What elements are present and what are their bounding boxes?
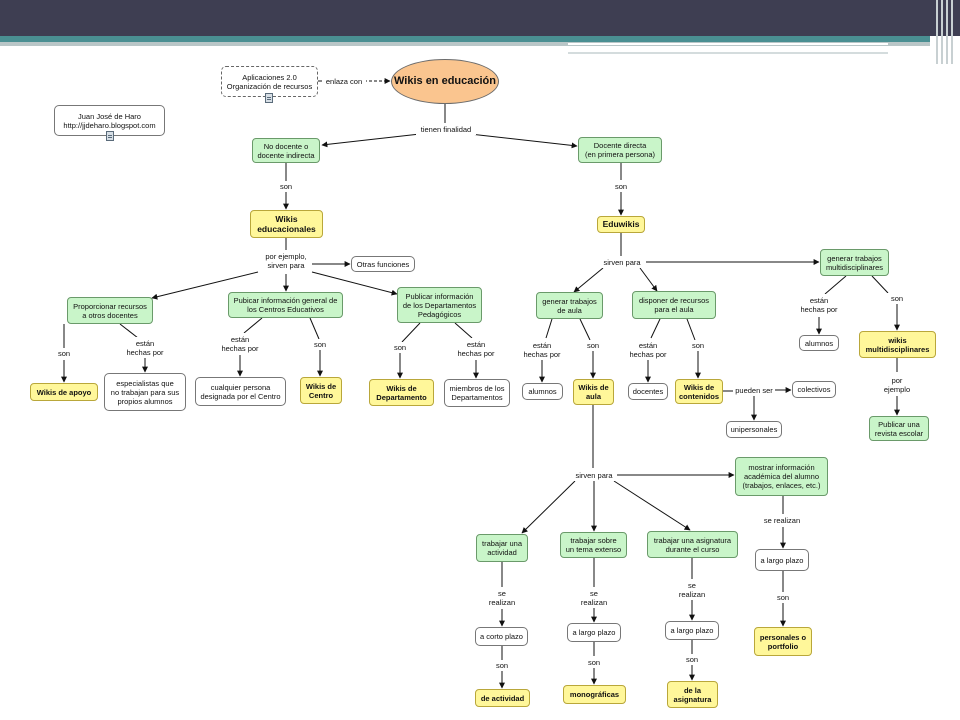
link-enlaza-con: enlaza con [322, 75, 366, 87]
concept-generar-trabajos-aula[interactable]: generar trabajos de aula [536, 292, 603, 319]
concept-author[interactable]: Juan José de Haro http://jjdeharo.blogsp… [54, 105, 165, 136]
concept-monograficas[interactable]: monográficas [563, 685, 626, 704]
concept-no-docente[interactable]: No docente o docente indirecta [252, 138, 320, 163]
concept-alumnos[interactable]: alumnos [522, 383, 563, 400]
concept-publicar-departamentos[interactable]: Publicar información de los Departamento… [397, 287, 482, 323]
link-son: son [887, 293, 907, 304]
link-son: son [310, 339, 330, 350]
link-se-realizan: se realizan [577, 587, 611, 608]
concept-wikis-multidisciplinares[interactable]: wikis multidisciplinares [859, 331, 936, 358]
link-son: son [583, 340, 603, 351]
concept-otras-funciones[interactable]: Otras funciones [351, 256, 415, 272]
link-por-ejemplo-sirven-para: por ejemplo, sirven para [260, 250, 312, 272]
concept-wikis-de-apoyo[interactable]: Wikis de apoyo [30, 383, 98, 401]
document-icon[interactable] [265, 93, 273, 103]
concept-a-largo-plazo[interactable]: a largo plazo [567, 623, 621, 642]
link-son: son [584, 657, 604, 668]
concept-docente-directa[interactable]: Docente directa (en primera persona) [578, 137, 662, 163]
slide-header-bar [0, 0, 960, 36]
link-son: son [54, 348, 74, 359]
link-son: son [390, 342, 410, 353]
link-estan-hechas-por: están hechas por [453, 338, 499, 359]
link-sirven-para: sirven para [598, 256, 646, 268]
link-estan-hechas-por: están hechas por [122, 337, 168, 358]
concept-a-largo-plazo[interactable]: a largo plazo [665, 621, 719, 640]
link-son: son [773, 592, 793, 603]
document-icon[interactable] [106, 131, 114, 141]
link-sirven-para: sirven para [571, 469, 617, 481]
header-vertical-bar [936, 0, 938, 64]
concept-wikis-de-centro[interactable]: Wikis de Centro [300, 377, 342, 404]
concept-proporcionar-recursos[interactable]: Proporcionar recursos a otros docentes [67, 297, 153, 324]
link-son: son [276, 181, 296, 192]
concept-disponer-recursos[interactable]: disponer de recursos para el aula [632, 291, 716, 319]
link-se-realizan: se realizan [761, 515, 803, 526]
link-estan-hechas-por: están hechas por [217, 333, 263, 354]
concept-wikis-de-departamento[interactable]: Wikis de Departamento [369, 379, 434, 406]
concept-main-wikis-en-educacion[interactable]: Wikis en educación [391, 59, 499, 104]
concept-wikis-educacionales[interactable]: Wikis educacionales [250, 210, 323, 238]
concept-trabajar-asignatura[interactable]: trabajar una asignatura durante el curso [647, 531, 738, 558]
link-se-realizan: se realizan [485, 587, 519, 608]
concept-publicar-centros[interactable]: Pubicar información general de los Centr… [228, 292, 343, 318]
concept-a-largo-plazo[interactable]: a largo plazo [755, 549, 809, 571]
header-accent-line [0, 36, 930, 42]
concept-trabajar-tema-extenso[interactable]: trabajar sobre un tema extenso [560, 532, 627, 558]
link-estan-hechas-por: están hechas por [796, 294, 842, 315]
concept-unipersonales[interactable]: unipersonales [726, 421, 782, 438]
link-pueden-ser: pueden ser [733, 385, 775, 396]
header-vertical-bar [946, 0, 948, 64]
concept-eduwikis[interactable]: Eduwikis [597, 216, 645, 233]
header-divider-line [0, 42, 930, 46]
link-son: son [492, 660, 512, 671]
concept-de-la-asignatura[interactable]: de la asignatura [667, 681, 718, 708]
link-se-realizan: se realizan [675, 579, 709, 600]
link-estan-hechas-por: están hechas por [519, 339, 565, 360]
header-thin-line [568, 52, 888, 54]
concept-generar-multidisciplinares[interactable]: generar trabajos multidisciplinares [820, 249, 889, 276]
concept-miembros-departamentos[interactable]: miembros de los Departamentos [444, 379, 510, 407]
link-son: son [688, 340, 708, 351]
concept-colectivos[interactable]: colectivos [792, 381, 836, 398]
link-tienen-finalidad: tienen finalidad [416, 124, 476, 135]
concept-alumnos[interactable]: alumnos [799, 335, 839, 351]
concept-a-corto-plazo[interactable]: a corto plazo [475, 627, 528, 646]
concept-cualquier-persona[interactable]: cualquier persona designada por el Centr… [195, 377, 286, 406]
concept-docentes[interactable]: docentes [628, 383, 668, 400]
concept-especialistas[interactable]: especialistas que no trabajan para sus p… [104, 373, 186, 411]
header-vertical-bar [951, 0, 953, 64]
link-son: son [682, 654, 702, 665]
header-vertical-bar [941, 0, 943, 64]
header-highlight-line [568, 43, 888, 45]
link-son: son [611, 181, 631, 192]
concept-trabajar-actividad[interactable]: trabajar una actividad [476, 534, 528, 562]
concept-personales-portfolio[interactable]: personales o portfolio [754, 627, 812, 656]
concept-de-actividad[interactable]: de actividad [475, 689, 530, 707]
link-por-ejemplo: por ejemplo [880, 374, 914, 395]
concept-wikis-de-aula[interactable]: Wikis de aula [573, 379, 614, 405]
link-estan-hechas-por: están hechas por [625, 339, 671, 360]
concept-mostrar-informacion[interactable]: mostrar información académica del alumno… [735, 457, 828, 496]
concept-publicar-revista[interactable]: Publicar una revista escolar [869, 416, 929, 441]
concept-wikis-de-contenidos[interactable]: Wikis de contenidos [675, 379, 723, 404]
